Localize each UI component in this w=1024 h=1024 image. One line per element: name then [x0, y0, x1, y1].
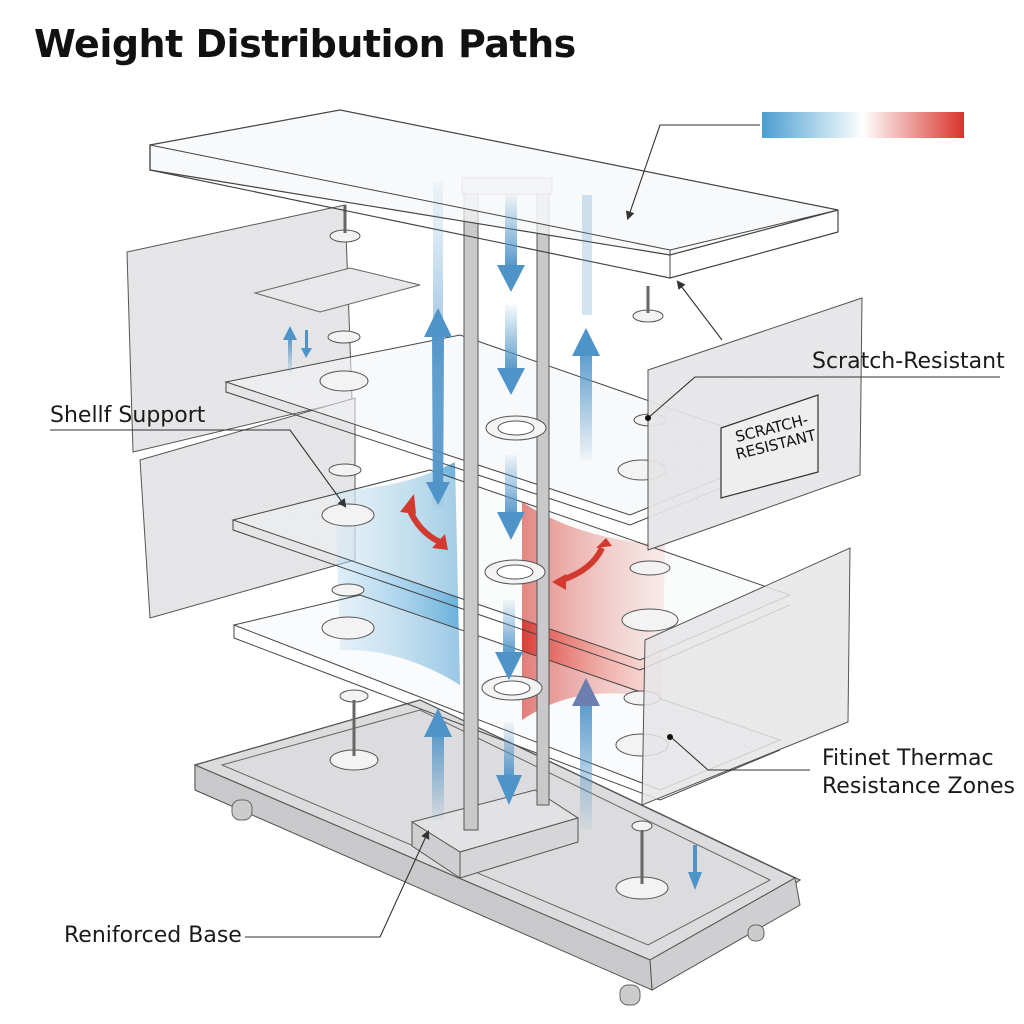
leader-legend	[625, 124, 760, 221]
label-thermal-zones-line1: Fitinet Thermac	[822, 746, 994, 771]
load-arrow-up	[572, 328, 600, 460]
load-arrow-down	[497, 195, 525, 292]
load-arrow-small-down	[301, 330, 312, 358]
load-arrow-down	[495, 600, 523, 680]
load-arrow-down	[497, 305, 525, 395]
load-arrow-down	[497, 455, 525, 540]
loose-shelf-pad	[253, 267, 421, 313]
leader-dot	[667, 734, 673, 740]
leader-thermal-zones	[671, 737, 810, 771]
peg-ring	[319, 370, 369, 392]
peg-ring	[629, 560, 671, 576]
load-arrow-up	[572, 678, 600, 830]
base-foot	[747, 924, 765, 942]
right-side-panel-lower	[641, 547, 851, 806]
leader-top-shelf-edge	[676, 280, 723, 341]
leader-dot	[645, 415, 651, 421]
scratch-resistant-sticker-box	[720, 394, 819, 499]
leader-shelf-support	[50, 429, 347, 508]
peg-ring	[621, 608, 679, 632]
base-foot	[231, 799, 253, 821]
callout-leaders	[50, 124, 1000, 938]
peg-ring	[321, 616, 375, 640]
load-arrow-up	[424, 708, 452, 820]
leader-reinforced-base	[245, 829, 430, 938]
label-shelf-support: Shellf Support	[50, 403, 206, 428]
load-path-arrows	[283, 182, 702, 890]
label-scratch-resistant: Scratch-Resistant	[812, 349, 1005, 374]
load-arrow-small-down	[688, 845, 702, 890]
label-thermal-zones: Fitinet Thermac Resistance Zones	[822, 745, 1015, 800]
label-reinforced-base: Reniforced Base	[64, 923, 242, 948]
top-glass-shelf	[149, 109, 839, 279]
hot-thermal-zone	[522, 502, 665, 720]
base-foot	[619, 984, 641, 1006]
page-title: Weight Distribution Paths	[34, 22, 576, 66]
label-thermal-zones-line2: Resistance Zones	[822, 773, 1016, 799]
peg-ring	[327, 330, 361, 344]
flex-arrowhead	[432, 534, 448, 550]
flex-arrowhead	[552, 574, 566, 590]
load-arrow-down	[496, 722, 522, 805]
legend-gradient-bar	[762, 112, 964, 138]
flex-arrow-right	[561, 546, 605, 583]
load-arrow-small-up	[283, 326, 297, 373]
load-arrow-up	[582, 195, 592, 315]
peg-ring	[331, 583, 365, 597]
leveling-foot	[631, 820, 653, 832]
leader-scratch-resistant	[647, 376, 1000, 419]
flex-arrowhead	[400, 494, 416, 514]
peg-ring	[328, 463, 362, 477]
load-arrow-up	[424, 308, 452, 510]
flex-arrowhead	[596, 538, 612, 548]
peg-ring	[321, 503, 375, 527]
